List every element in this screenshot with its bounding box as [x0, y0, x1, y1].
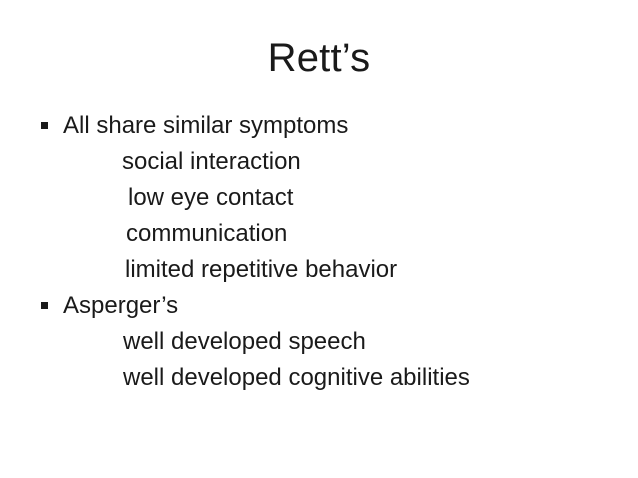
list-item-label: All share similar symptoms: [63, 112, 349, 139]
square-bullet-icon: [41, 122, 48, 129]
list-item-label: communication: [126, 220, 288, 247]
list-item-label: well developed cognitive abilities: [123, 364, 470, 391]
page-title: Rett’s: [267, 36, 371, 80]
list-item-label: low eye contact: [128, 184, 294, 211]
list-item-label: Asperger’s: [63, 292, 179, 319]
list-item[interactable]: social interaction: [0, 144, 638, 180]
list-item[interactable]: low eye contact: [0, 180, 638, 216]
square-bullet-icon: [41, 302, 48, 309]
list-item[interactable]: All share similar symptoms: [0, 108, 638, 144]
list-item-label: well developed speech: [123, 328, 366, 355]
list-item[interactable]: well developed speech: [0, 324, 638, 360]
list-item[interactable]: limited repetitive behavior: [0, 252, 638, 288]
list-item[interactable]: well developed cognitive abilities: [0, 360, 638, 396]
list-item-label: social interaction: [122, 148, 301, 175]
list-item-label: limited repetitive behavior: [125, 256, 398, 283]
list-item[interactable]: communication: [0, 216, 638, 252]
list-item[interactable]: Asperger’s: [0, 288, 638, 324]
bullet-list: All share similar symptoms social intera…: [0, 108, 638, 396]
